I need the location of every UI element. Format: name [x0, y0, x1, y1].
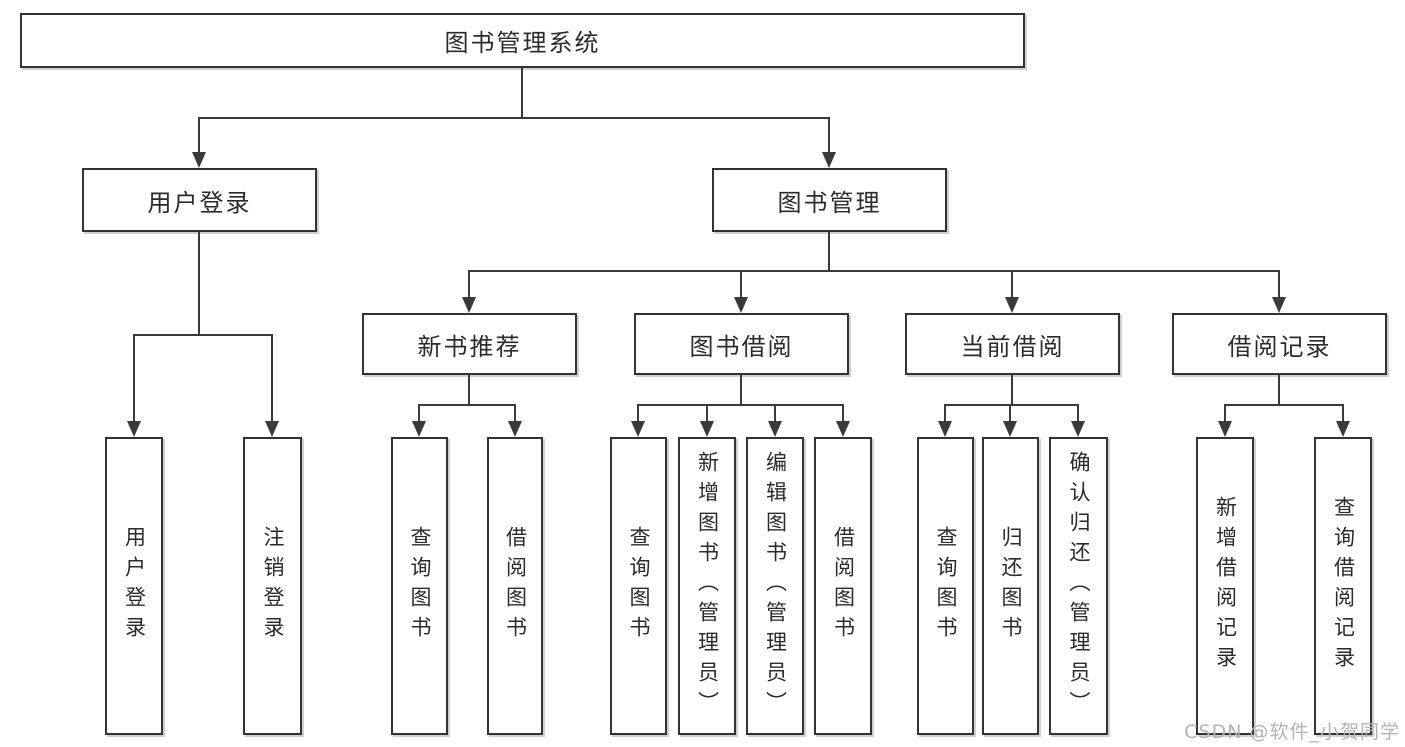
connector-line	[828, 232, 830, 272]
leaf-user-login-label: 用户登录	[122, 526, 147, 646]
arrow-down-icon	[1003, 421, 1017, 437]
connector-line	[468, 375, 470, 406]
leaf-confirm-return-admin: 确认归还（管理员）	[1049, 437, 1108, 735]
connector-line	[740, 375, 742, 406]
node-new-book-recommend-label: 新书推荐	[417, 332, 522, 361]
connector-line	[828, 117, 830, 153]
leaf-confirm-return-admin-label: 确认归还（管理员）	[1067, 451, 1091, 721]
connector-line	[418, 404, 420, 422]
connector-line	[1224, 404, 1226, 422]
node-new-book-recommend: 新书推荐	[362, 313, 577, 375]
node-book-management-label: 图书管理	[777, 188, 882, 217]
connector-line	[1077, 404, 1079, 422]
leaf-return-book-label: 归还图书	[999, 526, 1023, 646]
leaf-query-books-current: 查询图书	[917, 437, 974, 735]
leaf-query-books-borrow: 查询图书	[610, 437, 667, 735]
leaf-borrow-books-recommend-label: 借阅图书	[503, 526, 528, 646]
node-current-borrow-label: 当前借阅	[960, 332, 1065, 361]
connector-line	[842, 404, 844, 422]
leaf-user-login: 用户登录	[105, 437, 163, 735]
connector-line	[198, 117, 200, 153]
connector-line	[133, 334, 273, 336]
leaf-logout-label: 注销登录	[261, 526, 285, 646]
leaf-add-borrow-record-label: 新增借阅记录	[1213, 496, 1238, 676]
arrow-down-icon	[700, 421, 714, 437]
arrow-down-icon	[412, 421, 426, 437]
node-book-borrow: 图书借阅	[634, 313, 849, 375]
connector-line	[1011, 270, 1013, 298]
arrow-down-icon	[938, 421, 952, 437]
connector-line	[1278, 375, 1280, 406]
arrow-down-icon	[836, 421, 850, 437]
leaf-query-books-current-label: 查询图书	[934, 526, 958, 646]
leaf-add-borrow-record: 新增借阅记录	[1196, 437, 1254, 735]
arrow-down-icon	[1336, 421, 1350, 437]
connector-line	[637, 404, 639, 422]
connector-line	[468, 270, 470, 298]
node-user-login-label: 用户登录	[147, 188, 252, 217]
arrow-down-icon	[192, 152, 206, 168]
connector-line	[418, 404, 515, 406]
connector-line	[740, 270, 742, 298]
leaf-edit-book-admin: 编辑图书（管理员）	[746, 437, 804, 735]
leaf-borrow-books-recommend: 借阅图书	[487, 437, 543, 735]
watermark: CSDN @软件_小贺同学	[1184, 721, 1400, 743]
arrow-down-icon	[1071, 421, 1085, 437]
connector-line	[774, 404, 776, 422]
connector-line	[468, 270, 1280, 272]
arrow-down-icon	[1218, 421, 1232, 437]
leaf-logout: 注销登录	[243, 437, 302, 735]
connector-line	[133, 334, 135, 422]
connector-line	[706, 404, 708, 422]
connector-line	[521, 68, 523, 119]
arrow-down-icon	[508, 421, 522, 437]
connector-line	[944, 404, 1079, 406]
arrow-down-icon	[1005, 297, 1019, 313]
node-current-borrow: 当前借阅	[905, 313, 1120, 375]
leaf-borrow-books-label: 借阅图书	[831, 526, 856, 646]
connector-line	[1278, 270, 1280, 298]
arrow-down-icon	[127, 421, 141, 437]
node-borrow-records-label: 借阅记录	[1227, 332, 1332, 361]
connector-line	[1009, 404, 1011, 422]
leaf-borrow-books: 借阅图书	[814, 437, 872, 735]
arrow-down-icon	[1272, 297, 1286, 313]
leaf-edit-book-admin-label: 编辑图书（管理员）	[763, 451, 788, 721]
leaf-query-books-borrow-label: 查询图书	[627, 526, 651, 646]
node-root-label: 图书管理系统	[444, 29, 601, 57]
connector-line	[1224, 404, 1344, 406]
arrow-down-icon	[822, 152, 836, 168]
connector-line	[944, 404, 946, 422]
connector-line	[271, 334, 273, 422]
node-book-management: 图书管理	[712, 168, 947, 232]
leaf-add-book-admin-label: 新增图书（管理员）	[695, 451, 720, 721]
connector-line	[198, 232, 200, 336]
leaf-query-borrow-record: 查询借阅记录	[1314, 437, 1372, 735]
node-user-login: 用户登录	[82, 168, 317, 232]
leaf-query-borrow-record-label: 查询借阅记录	[1331, 496, 1356, 676]
connector-line	[198, 117, 830, 119]
leaf-query-books-recommend: 查询图书	[391, 437, 448, 735]
leaf-add-book-admin: 新增图书（管理员）	[678, 437, 736, 735]
node-root: 图书管理系统	[20, 13, 1025, 68]
arrow-down-icon	[462, 297, 476, 313]
connector-line	[514, 404, 516, 422]
leaf-return-book: 归还图书	[982, 437, 1039, 735]
arrow-down-icon	[631, 421, 645, 437]
node-borrow-records: 借阅记录	[1172, 313, 1387, 375]
arrow-down-icon	[734, 297, 748, 313]
node-book-borrow-label: 图书借阅	[689, 332, 794, 361]
connector-line	[1011, 375, 1013, 406]
connector-line	[1342, 404, 1344, 422]
connector-line	[637, 404, 844, 406]
arrow-down-icon	[265, 421, 279, 437]
leaf-query-books-recommend-label: 查询图书	[408, 526, 432, 646]
arrow-down-icon	[768, 421, 782, 437]
